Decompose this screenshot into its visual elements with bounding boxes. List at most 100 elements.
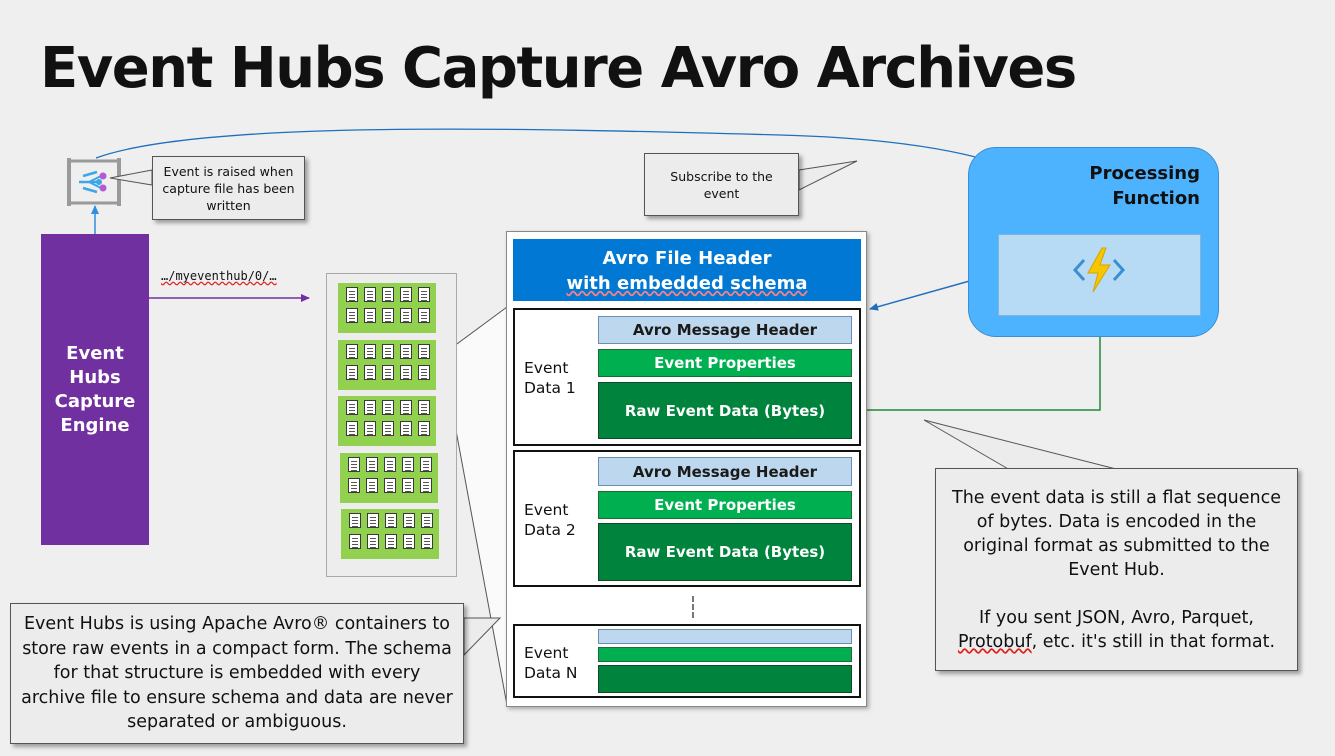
- file-icon: [348, 478, 360, 493]
- processing-function-title-text: Processing Function: [1089, 163, 1200, 209]
- file-icon: [364, 365, 376, 380]
- event-data-2-label: Event Data 2: [524, 500, 584, 540]
- flat-pointer: [923, 419, 1121, 471]
- file-icon: [367, 534, 379, 549]
- file-icon: [418, 400, 430, 415]
- file-icon: [400, 344, 412, 359]
- avro-file-header-line1: Avro File Header: [602, 248, 772, 269]
- file-icon: [346, 344, 358, 359]
- processing-function-title: Processing Function: [1080, 161, 1200, 211]
- avro-explanation-text: Event Hubs is using Apache Avro® contain…: [21, 614, 453, 733]
- file-icon: [364, 308, 376, 323]
- event-data-1-label: Event Data 1: [524, 358, 584, 398]
- file-icon: [364, 400, 376, 415]
- archive-file-group: [338, 283, 436, 333]
- capture-engine-label: Event Hubs Capture Engine: [54, 342, 136, 436]
- flat-bytes-callout: The event data is still a flat sequence …: [935, 468, 1298, 671]
- flat-bytes-line2: If you sent JSON, Avro, Parquet, Protobu…: [946, 606, 1287, 654]
- file-icon: [349, 513, 361, 528]
- file-icon: [402, 478, 414, 493]
- flat-bytes-line2-post: , etc. it's still in that format.: [1031, 631, 1276, 652]
- raw-data-arrow: [852, 317, 1104, 411]
- avro-explanation-callout: Event Hubs is using Apache Avro® contain…: [10, 603, 464, 744]
- file-icon: [382, 287, 394, 302]
- archive-file-group: [338, 340, 436, 390]
- archive-file-group: [340, 453, 438, 503]
- event-raised-callout: Event is raised when capture file has be…: [152, 156, 305, 220]
- event-data-2-text: Event Data 2: [524, 501, 576, 539]
- event-data-n-label: Event Data N: [524, 643, 584, 683]
- file-icon: [364, 421, 376, 436]
- file-icon: [418, 421, 430, 436]
- file-icon: [400, 308, 412, 323]
- file-icon: [382, 421, 394, 436]
- file-icon: [403, 513, 415, 528]
- flat-bytes-text: The event data is still a flat sequence …: [946, 486, 1287, 654]
- event-grid-icon: [67, 158, 121, 206]
- event-data-1-text: Event Data 1: [524, 359, 576, 397]
- file-icon: [364, 344, 376, 359]
- file-icon: [400, 421, 412, 436]
- event-data-n-text: Event Data N: [524, 644, 578, 682]
- file-icon: [366, 457, 378, 472]
- file-icon: [400, 287, 412, 302]
- subscribe-text: Subscribe to the event: [670, 168, 773, 201]
- raw-event-data-n: [598, 665, 852, 693]
- file-icon: [420, 457, 432, 472]
- file-icon: [349, 534, 361, 549]
- event-raised-text: Event is raised when capture file has be…: [162, 163, 295, 213]
- flat-bytes-line1: The event data is still a flat sequence …: [952, 487, 1281, 580]
- avro-note-pointer: [463, 617, 502, 657]
- file-icon: [420, 478, 432, 493]
- avro-file-header-line2: with embedded schema: [566, 273, 808, 294]
- file-icon: [346, 400, 358, 415]
- file-icon: [346, 365, 358, 380]
- ellipsis-divider: [692, 596, 694, 618]
- file-icon: [385, 534, 397, 549]
- file-icon: [400, 400, 412, 415]
- event-properties-1: Event Properties: [598, 349, 852, 377]
- file-icon: [418, 365, 430, 380]
- capture-engine-box: Event Hubs Capture Engine: [41, 234, 149, 545]
- raw-event-data-2: Raw Event Data (Bytes): [598, 523, 852, 581]
- file-icon: [384, 457, 396, 472]
- file-icon: [346, 308, 358, 323]
- file-icon: [364, 287, 376, 302]
- archive-file-group: [338, 396, 436, 446]
- flat-bytes-protobuf: Protobuf: [957, 631, 1032, 652]
- file-icon: [384, 478, 396, 493]
- archive-file-group: [341, 509, 439, 559]
- file-icon: [418, 287, 430, 302]
- file-icon: [403, 534, 415, 549]
- raw-event-data-1: Raw Event Data (Bytes): [598, 382, 852, 439]
- capture-path-label: …/myeventhub/0/…: [161, 269, 277, 283]
- file-icon: [421, 513, 433, 528]
- file-icon: [346, 287, 358, 302]
- subscribe-pointer: [798, 160, 858, 191]
- file-icon: [346, 421, 358, 436]
- file-icon: [382, 308, 394, 323]
- avro-message-header-n: [598, 629, 852, 644]
- avro-message-header-1: Avro Message Header: [598, 316, 852, 344]
- page-title: Event Hubs Capture Avro Archives: [40, 36, 1077, 101]
- file-icon: [402, 457, 414, 472]
- avro-message-header-2: Avro Message Header: [598, 457, 852, 486]
- file-icon: [348, 457, 360, 472]
- file-icon: [366, 478, 378, 493]
- file-icon: [382, 344, 394, 359]
- event-properties-2: Event Properties: [598, 491, 852, 519]
- subscribe-callout: Subscribe to the event: [644, 153, 799, 216]
- raised-pointer: [109, 169, 153, 186]
- file-icon: [421, 534, 433, 549]
- event-properties-n: [598, 647, 852, 662]
- file-icon: [418, 308, 430, 323]
- avro-file-header: Avro File Header with embedded schema: [513, 239, 861, 301]
- file-icon: [382, 400, 394, 415]
- file-icon: [400, 365, 412, 380]
- file-icon: [385, 513, 397, 528]
- file-icon: [418, 344, 430, 359]
- file-icon: [382, 365, 394, 380]
- flat-bytes-line2-pre: If you sent JSON, Avro, Parquet,: [979, 607, 1254, 628]
- function-lightning-icon: [1072, 246, 1126, 294]
- file-icon: [367, 513, 379, 528]
